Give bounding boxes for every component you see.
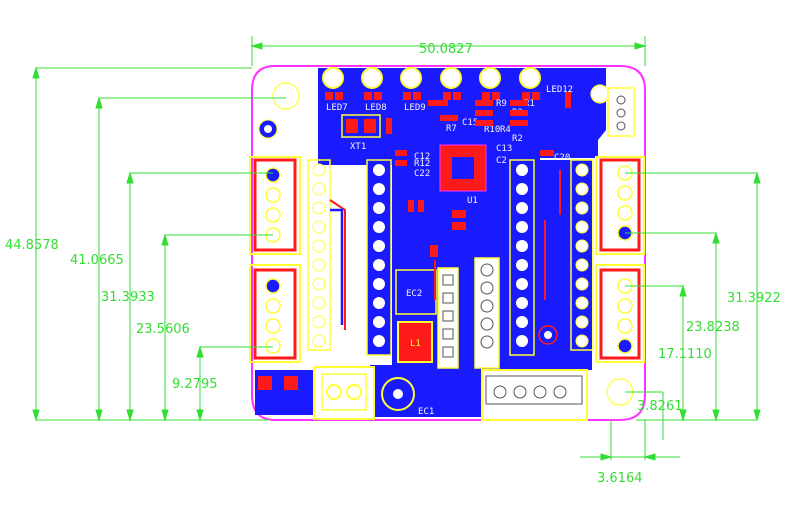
label-u1: U1	[467, 196, 478, 206]
header-bottom	[481, 369, 588, 421]
connector-j2	[249, 264, 301, 363]
label-c15: C15	[462, 118, 478, 128]
dim-h4: 23.5606	[136, 322, 190, 337]
label-c12: C12	[414, 152, 430, 162]
label-c22: C22	[414, 169, 430, 179]
label-r12: R12	[414, 159, 430, 169]
dim-r3: 17.1110	[658, 347, 712, 362]
header-inner-left	[366, 159, 392, 356]
label-l1: L1	[410, 339, 421, 349]
smd-parts	[386, 92, 571, 257]
dim-h3: 31.3933	[101, 290, 155, 305]
label-ec2: EC2	[406, 289, 422, 299]
label-c2: C2	[496, 156, 507, 166]
header-left	[307, 159, 331, 351]
label-led9: LED9	[404, 103, 426, 113]
label-r10: R10	[484, 125, 500, 135]
inductor-l1	[397, 321, 433, 363]
label-c20: C20	[554, 153, 570, 163]
label-r2: R2	[512, 134, 523, 144]
label-r1: R1	[524, 99, 535, 109]
label-r9: R9	[496, 99, 507, 109]
dimension-lines	[32, 36, 761, 461]
label-led7: LED7	[326, 103, 348, 113]
traces	[329, 170, 561, 330]
label-xt1: XT1	[350, 142, 366, 152]
label-led12: LED12	[546, 85, 573, 95]
dim-h2: 41.0665	[70, 253, 124, 268]
label-r4: R4	[500, 125, 511, 135]
power-connector	[313, 366, 375, 420]
dim-h1: 44.8578	[5, 238, 59, 253]
label-ec1: EC1	[418, 407, 434, 417]
header-center	[437, 257, 500, 369]
dim-r2: 23.8238	[686, 320, 740, 335]
traces-blue	[330, 208, 562, 325]
label-led8: LED8	[365, 103, 387, 113]
connector-j4	[595, 264, 645, 363]
dim-r4: 3.8261	[637, 399, 683, 414]
dim-bottom: 3.6164	[597, 471, 643, 486]
connector-top-right	[607, 87, 635, 137]
dim-width-top: 50.0827	[419, 42, 473, 57]
label-c13: C13	[496, 144, 512, 154]
mount-hole-tr	[590, 84, 610, 104]
led-row	[322, 67, 541, 100]
dim-h5: 9.2795	[172, 377, 218, 392]
dim-r1: 31.3922	[727, 291, 781, 306]
bottom-left-part	[258, 376, 272, 390]
mount-hole-tl	[272, 82, 300, 110]
header-inner-right	[509, 159, 535, 356]
header-right	[570, 159, 594, 351]
label-r7: R7	[446, 124, 457, 134]
